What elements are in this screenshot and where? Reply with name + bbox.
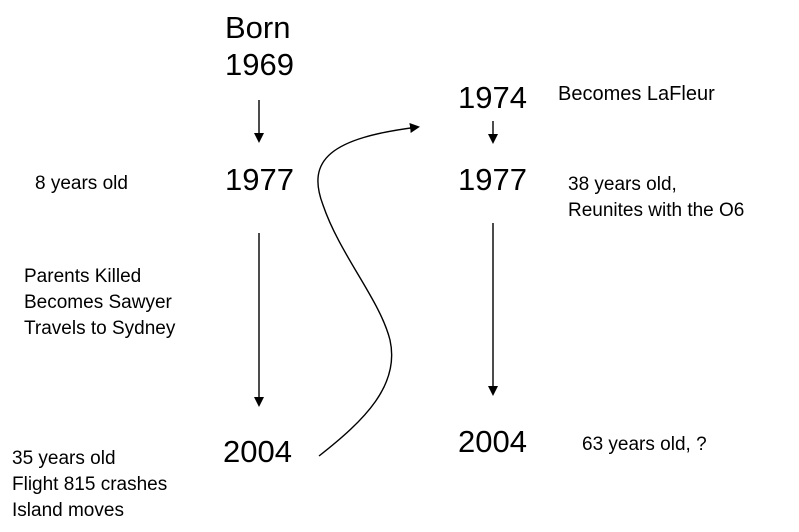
right-2004-note: 63 years old, ?	[582, 434, 707, 455]
event-becomes-sawyer: Becomes Sawyer	[24, 292, 172, 313]
left-2004-year: 2004	[223, 434, 292, 469]
time-travel-curve-arrow	[317, 123, 420, 457]
born-word: Born	[225, 10, 291, 45]
left-1977-year: 1977	[225, 162, 294, 197]
right-becomes-lafleur: Becomes LaFleur	[558, 83, 715, 105]
right-1977-year: 1977	[458, 162, 527, 197]
note-flight-815: Flight 815 crashes	[12, 474, 168, 495]
event-parents-killed: Parents Killed	[24, 266, 142, 287]
right-1977-notes: 38 years old, Reunites with the O6	[568, 172, 744, 224]
left-1977-age-note: 8 years old	[35, 173, 128, 194]
right-1974-year: 1974	[458, 80, 527, 115]
left-events-list: Parents Killed Becomes Sawyer Travels to…	[24, 264, 175, 342]
born-year: 1969	[225, 47, 294, 82]
born-label: Born 1969	[225, 9, 294, 83]
note-reunites-o6: Reunites with the O6	[568, 200, 745, 221]
note-35-years-old: 35 years old	[12, 448, 116, 469]
left-2004-notes: 35 years old Flight 815 crashes Island m…	[12, 446, 167, 524]
right-2004-year: 2004	[458, 424, 527, 459]
note-38-years-old: 38 years old,	[568, 174, 677, 195]
note-island-moves: Island moves	[12, 500, 124, 521]
event-travels-sydney: Travels to Sydney	[24, 318, 176, 339]
